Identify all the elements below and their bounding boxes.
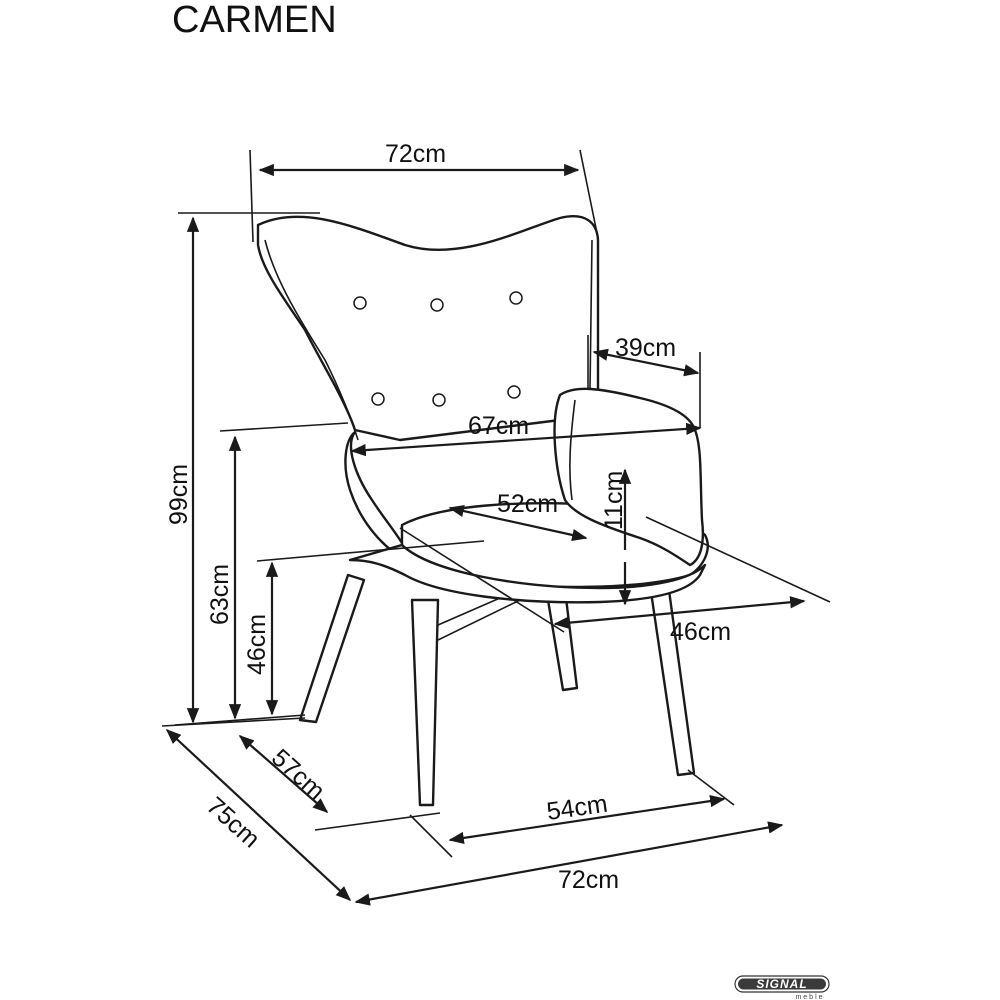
label-top-width: 72cm xyxy=(385,140,446,168)
label-armrest-above-seat: 11cm xyxy=(600,471,628,530)
backrest-contour-right xyxy=(589,239,593,391)
backrest xyxy=(256,215,600,442)
label-armrest-depth: 39cm xyxy=(615,334,676,362)
front-left-leg xyxy=(298,573,366,724)
label-seat-depth: 52cm xyxy=(497,490,558,518)
label-leg-depth: 57cm xyxy=(266,744,330,806)
chair-body xyxy=(348,543,707,604)
leg-stretcher xyxy=(437,597,521,641)
label-base-width: 72cm xyxy=(558,866,619,894)
backrest-contour xyxy=(264,239,359,441)
product-title: CARMEN xyxy=(172,0,337,41)
back-left-leg xyxy=(410,598,440,807)
signal-logo: SIGNAL meble xyxy=(734,975,830,1000)
label-armrest-height: 63cm xyxy=(206,564,234,625)
armchair-drawing xyxy=(256,215,709,807)
label-seat-height: 46cm xyxy=(243,614,271,675)
label-base-depth: 75cm xyxy=(201,792,265,854)
dimension-lines xyxy=(161,149,831,906)
label-total-height: 99cm xyxy=(165,464,193,525)
label-leg-width: 54cm xyxy=(545,790,609,826)
label-seat-width: 46cm xyxy=(670,618,731,646)
logo-sub: meble xyxy=(795,994,824,1000)
logo-name: SIGNAL xyxy=(756,977,807,991)
tufted-buttons xyxy=(353,291,523,407)
back-right-leg xyxy=(546,596,579,692)
label-arm-width: 67cm xyxy=(468,412,529,440)
